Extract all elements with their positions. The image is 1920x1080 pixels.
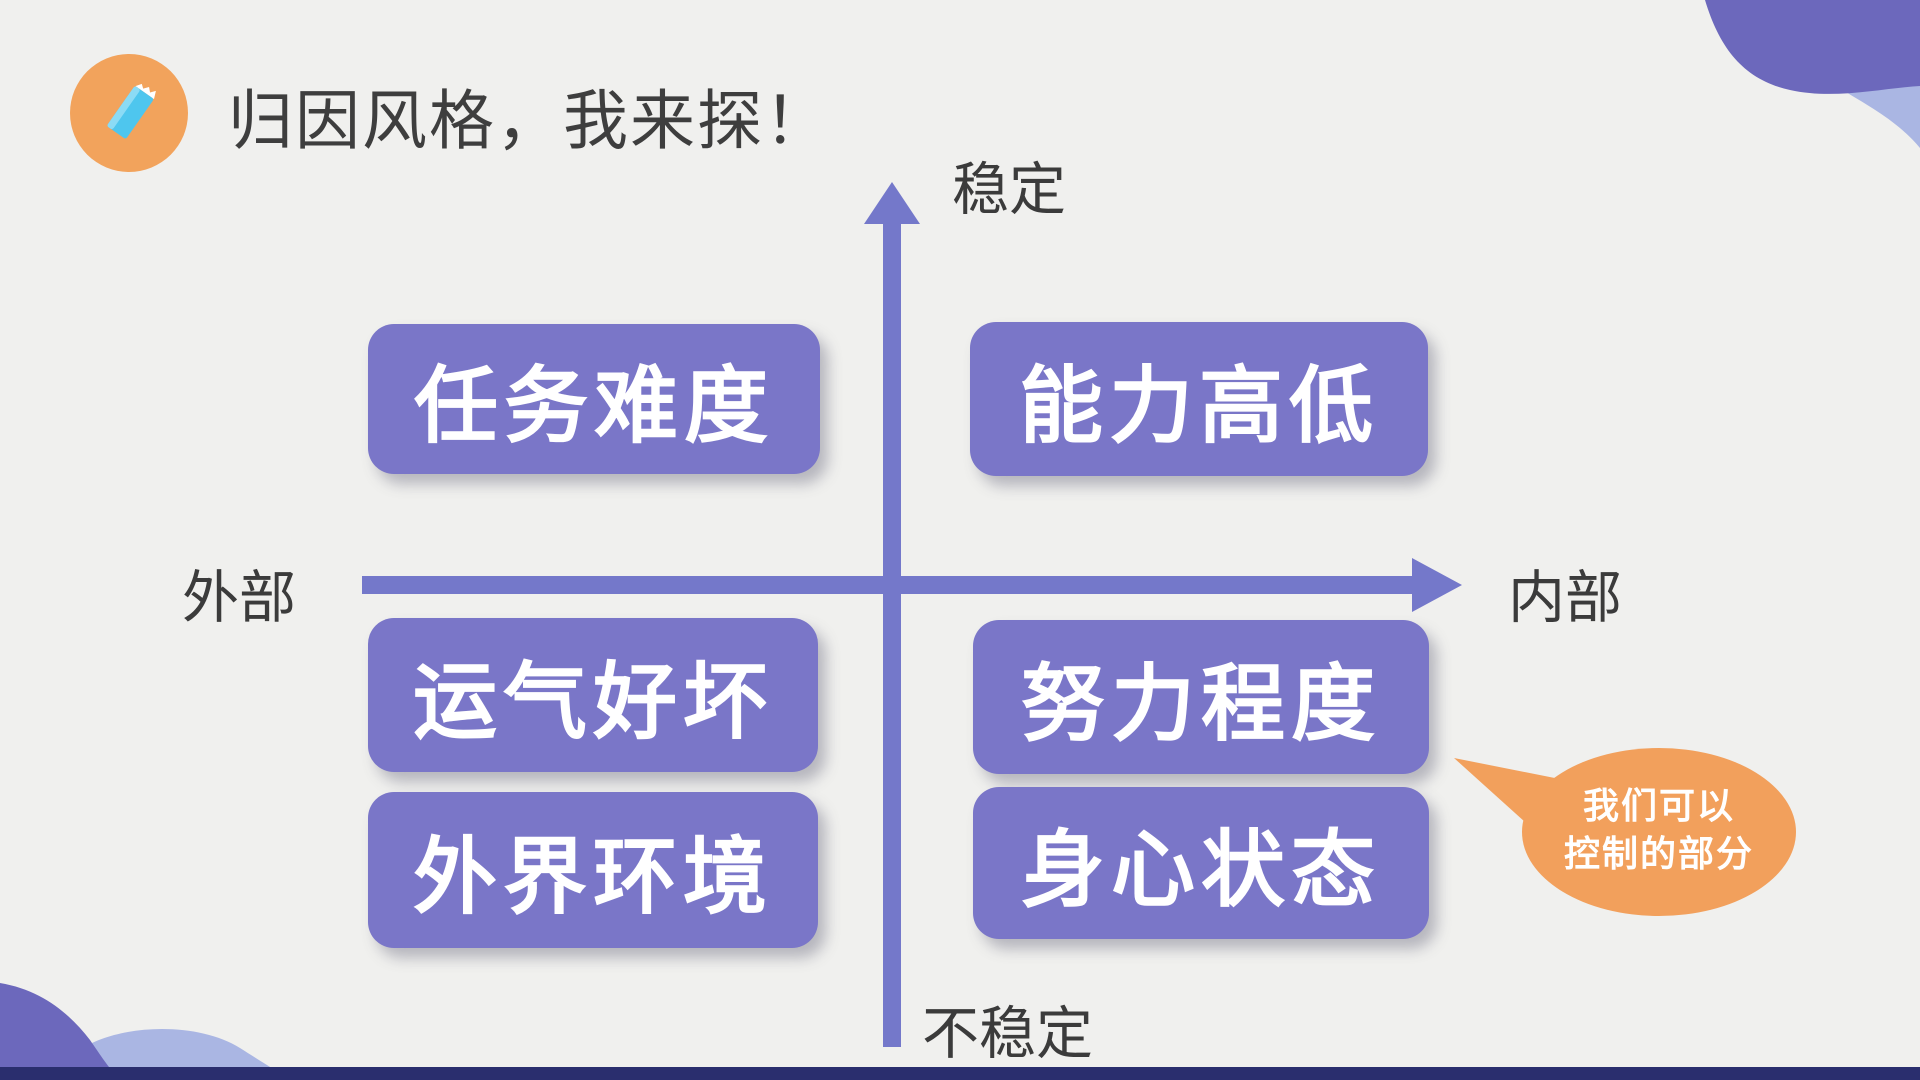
horizontal-axis-arrowhead-icon	[1412, 558, 1462, 612]
quadrant-box-external-environment: 外界环境	[368, 792, 818, 948]
vertical-axis-arrowhead-icon	[864, 182, 920, 224]
axis-label-internal: 内部	[1508, 566, 1622, 630]
top-right-blob-decoration	[1705, 0, 1920, 148]
axis-label-stable: 稳定	[952, 158, 1066, 222]
quadrant-box-effort-level: 努力程度	[973, 620, 1429, 774]
box-label: 运气好坏	[412, 654, 773, 749]
axis-label-unstable: 不稳定	[922, 1002, 1093, 1066]
axis-label-external: 外部	[182, 566, 296, 630]
quadrant-box-mind-body-state: 身心状态	[973, 787, 1429, 939]
callout-speech-bubble	[1454, 748, 1796, 916]
box-label: 能力高低	[1018, 358, 1379, 453]
callout-line-1: 我们可以	[1582, 785, 1735, 826]
page-title: 归因风格，我来探！	[228, 84, 832, 157]
quadrant-box-ability-level: 能力高低	[970, 322, 1428, 476]
box-label: 努力程度	[1020, 656, 1381, 751]
book-icon	[107, 83, 156, 139]
vertical-axis-line	[883, 220, 901, 1047]
title-badge	[70, 54, 188, 172]
bottom-left-blob-decoration	[0, 983, 292, 1080]
box-label: 身心状态	[1020, 822, 1381, 917]
callout-text: 我们可以 控制的部分	[1529, 782, 1789, 877]
quadrant-box-luck: 运气好坏	[368, 618, 818, 772]
callout-line-2: 控制的部分	[1563, 832, 1754, 874]
box-label: 外界环境	[412, 829, 773, 924]
quadrant-box-task-difficulty: 任务难度	[368, 324, 820, 474]
bottom-accent-bar	[0, 1067, 1920, 1080]
box-label: 任务难度	[413, 358, 774, 453]
horizontal-axis-line	[362, 576, 1412, 594]
